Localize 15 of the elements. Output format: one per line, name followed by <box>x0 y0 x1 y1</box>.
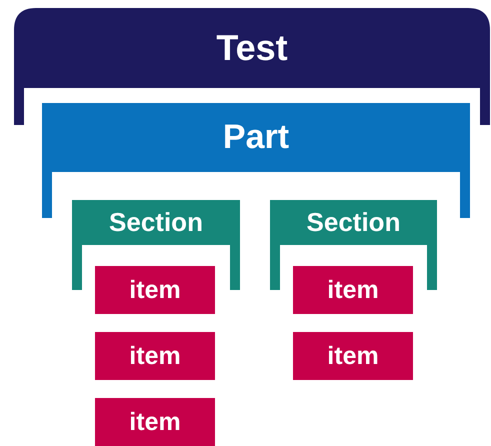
item-label: item <box>326 340 380 372</box>
heading: Section <box>306 206 400 239</box>
item-box <box>95 398 215 446</box>
heading: Part <box>222 117 290 158</box>
item-label: item <box>128 340 182 372</box>
item-label: item <box>128 274 182 306</box>
item-box <box>95 266 215 314</box>
item-box <box>293 332 413 380</box>
test-bracket <box>14 8 490 125</box>
item-label: item <box>128 406 182 438</box>
heading: Section <box>109 206 203 239</box>
item-box <box>95 332 215 380</box>
heading: Test <box>216 26 288 70</box>
item-box <box>293 266 413 314</box>
item-label: item <box>326 274 380 306</box>
